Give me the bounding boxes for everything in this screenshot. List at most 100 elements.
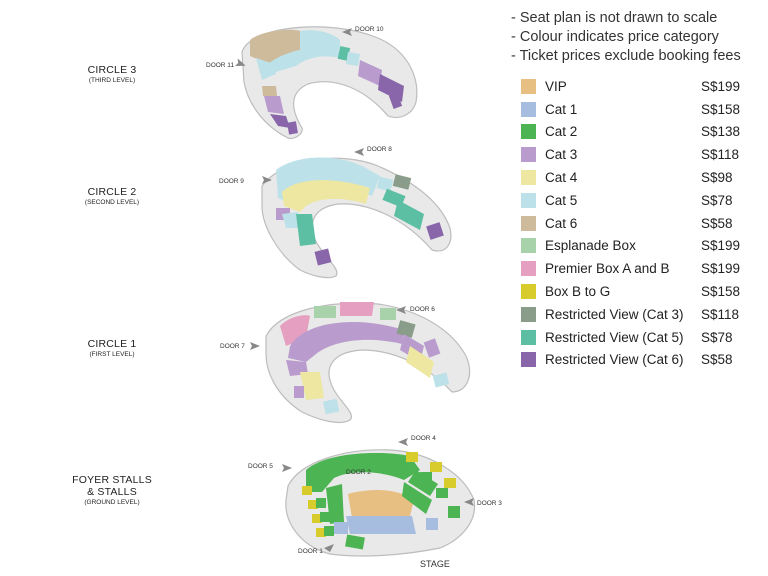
note-colour: - Colour indicates price category	[511, 29, 719, 45]
legend-price: S$138	[701, 124, 741, 140]
legend-label: Cat 1	[545, 101, 578, 117]
level-subtitle: (FIRST LEVEL)	[89, 351, 135, 358]
legend-price: S$118	[701, 306, 740, 322]
price-legend: VIP S$199 Cat 1 S$158 Cat 2 S$138 Cat 3 …	[521, 75, 763, 371]
legend-label: Restricted View (Cat 6)	[545, 352, 684, 368]
circle-3-cat6-left	[262, 86, 277, 96]
door-11-label: DOOR 11	[206, 62, 234, 69]
legend-row-premier-box: Premier Box A and B S$199	[521, 257, 763, 280]
legend-swatch	[521, 215, 536, 231]
legend-label: Cat 4	[545, 170, 578, 186]
legend-price: S$78	[701, 192, 733, 208]
circle-3-cat3-right	[358, 60, 382, 86]
level-label-circle-2: CIRCLE 2 (SECOND LEVEL)	[37, 186, 187, 207]
legend-swatch	[521, 101, 536, 117]
legend-price: S$118	[701, 147, 740, 163]
legend-price: S$199	[701, 261, 741, 277]
level-name: CIRCLE 1	[87, 338, 137, 350]
circle-2-cat4-block	[282, 180, 370, 212]
door-9-arrow	[262, 176, 272, 184]
legend-row-esplanade-box: Esplanade Box S$199	[521, 235, 763, 258]
door-7-label: DOOR 7	[220, 343, 245, 350]
legend-swatch	[521, 284, 536, 300]
door-1-arrow	[324, 544, 334, 552]
door-5-label: DOOR 5	[248, 463, 273, 470]
door-markers	[234, 28, 474, 552]
level-subtitle: (THIRD LEVEL)	[88, 77, 136, 84]
door-7-arrow	[250, 342, 260, 350]
legend-swatch	[521, 170, 536, 186]
notes-list: - Seat plan is not drawn to scale - Colo…	[511, 9, 741, 66]
legend-price: S$158	[701, 101, 741, 117]
circle-3-cat5-wing	[256, 58, 276, 80]
stalls-cat4-box-right-c	[444, 478, 456, 488]
stalls-cat2-arc	[306, 452, 420, 492]
circle-3-rv5-block	[337, 46, 351, 61]
stalls-cat4-box-left-d	[316, 528, 326, 537]
legend-price: S$58	[701, 352, 733, 368]
stalls-cat4-box-left-a	[302, 486, 312, 495]
legend-swatch	[521, 261, 536, 277]
legend-swatch	[521, 329, 536, 345]
legend-row-cat2: Cat 2 S$138	[521, 121, 763, 144]
circle-1-rv3-block	[396, 320, 416, 338]
stalls-cat1-block	[346, 516, 416, 534]
legend-swatch	[521, 306, 536, 322]
legend-swatch	[521, 78, 536, 94]
level-label-circle-1: CIRCLE 1 (FIRST LEVEL)	[37, 338, 187, 359]
door-8-label: DOOR 8	[367, 146, 392, 153]
stalls-cat2-right-arc	[408, 470, 438, 496]
circle-2-plan	[261, 157, 452, 279]
circle-1-cat3-block	[288, 322, 404, 362]
circle-1-esplanade-box-top	[314, 306, 336, 318]
stalls-cat2-left-small-a	[316, 498, 326, 508]
stalls-cat2-small-left	[345, 534, 365, 550]
legend-price: S$199	[701, 238, 741, 254]
circle-3-cat6-block	[250, 29, 300, 65]
circle-2-cat5-small	[376, 176, 394, 192]
stalls-cat2-right-small-a	[420, 472, 432, 482]
level-label-circle-3: CIRCLE 3 (THIRD LEVEL)	[37, 64, 187, 85]
stalls-vip-block	[348, 490, 414, 518]
legend-row-cat5: Cat 5 S$78	[521, 189, 763, 212]
level-name: FOYER STALLS	[72, 474, 152, 486]
stalls-cat2-left-small-c	[324, 526, 334, 536]
circle-3-cat5-block	[268, 30, 340, 72]
door-1-label: DOOR 1	[298, 548, 323, 555]
stalls-cat4-box-left-b	[308, 500, 318, 509]
stalls-cat2-inner-right	[402, 482, 432, 514]
legend-row-cat6: Cat 6 S$58	[521, 212, 763, 235]
stalls-cat2-left-small-b	[320, 512, 330, 522]
circle-1-esplanade-box-right	[380, 308, 396, 320]
door-10-label: DOOR 10	[355, 26, 384, 33]
legend-row-cat4: Cat 4 S$98	[521, 166, 763, 189]
legend-label: Restricted View (Cat 5)	[545, 329, 684, 345]
legend-label: Restricted View (Cat 3)	[545, 306, 684, 322]
circle-3-rv6-left	[270, 114, 290, 128]
stalls-cat1-right-small	[426, 518, 438, 530]
circle-1-cat3-far-right	[423, 338, 441, 358]
legend-swatch	[521, 192, 536, 208]
level-label-stalls: FOYER STALLS & STALLS (GROUND LEVEL)	[37, 474, 187, 507]
circle-2-rv5-right	[394, 200, 424, 230]
legend-label: Premier Box A and B	[545, 261, 670, 277]
legend-price: S$98	[701, 170, 733, 186]
circle-2-rv6-left	[314, 248, 332, 266]
legend-row-vip: VIP S$199	[521, 75, 763, 98]
legend-row-restricted-cat3: Restricted View (Cat 3) S$118	[521, 303, 763, 326]
legend-price: S$58	[701, 215, 733, 231]
legend-row-box-b-to-g: Box B to G S$158	[521, 280, 763, 303]
circle-2-cat5-left	[282, 212, 300, 228]
stalls-cat4-box-right-b	[430, 462, 442, 472]
legend-row-restricted-cat6: Restricted View (Cat 6) S$58	[521, 349, 763, 372]
circle-1-cat4-left	[300, 372, 324, 400]
legend-row-cat3: Cat 3 S$118	[521, 143, 763, 166]
legend-label: VIP	[545, 78, 567, 94]
door-11-arrow	[234, 58, 246, 67]
circle-1-plan	[265, 302, 471, 424]
door-3-arrow	[464, 498, 474, 506]
stalls-cat2-inner-left	[326, 484, 344, 524]
level-subtitle: (GROUND LEVEL)	[84, 499, 140, 506]
note-fees: - Ticket prices exclude booking fees	[511, 48, 741, 64]
